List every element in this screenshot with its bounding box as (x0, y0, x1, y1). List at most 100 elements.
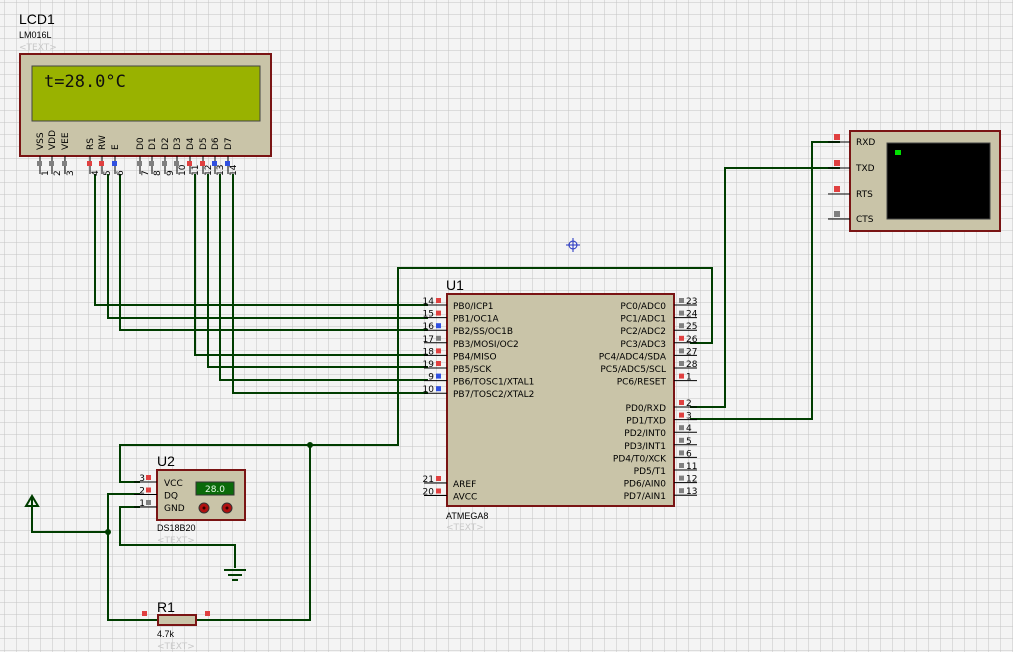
resistor-component[interactable]: R1 4.7k <TEXT> (130, 599, 212, 652)
mcu-pin-label: PB0/ICP1 (453, 302, 493, 312)
wire-dq-network[interactable] (210, 445, 311, 621)
lcd-pin-marker[interactable] (137, 161, 142, 166)
wire-rw-pb2[interactable] (119, 174, 428, 331)
mcu-pin-marker[interactable] (436, 348, 441, 354)
lcd-pin-marker[interactable] (49, 161, 54, 166)
terminal-pin-marker[interactable] (834, 211, 840, 217)
power-terminal-icon[interactable] (24, 494, 40, 512)
mcu-pin-number: 15 (423, 310, 434, 320)
sensor-pin-marker[interactable] (146, 500, 151, 505)
sensor-pin-label: VCC (164, 479, 183, 489)
mcu-pin-marker[interactable] (679, 361, 684, 366)
mcu-pin-label: PC0/ADC0 (620, 302, 666, 312)
mcu-pin-marker[interactable] (436, 488, 441, 494)
mcu-pin-marker[interactable] (679, 400, 684, 405)
lcd-pin-label: D2 (161, 137, 171, 150)
mcu-pin-number: 19 (423, 360, 435, 370)
lcd-pin-marker[interactable] (174, 161, 179, 166)
mcu-pin-marker[interactable] (679, 488, 684, 494)
terminal-pin-marker[interactable] (834, 134, 840, 140)
crosshair-icon (566, 238, 580, 252)
wire-rs-pb0[interactable] (94, 174, 428, 306)
lcd-pin-marker[interactable] (225, 161, 230, 166)
mcu-pin-number: 16 (423, 322, 435, 332)
sensor-pin-label: GND (164, 504, 185, 514)
wires (31, 141, 840, 621)
wire-rxd-txd[interactable] (690, 167, 840, 408)
sensor-pin-marker[interactable] (146, 487, 151, 493)
sensor-pin-label: DQ (164, 492, 178, 502)
wire-dq-pin[interactable] (107, 493, 140, 621)
wire-d5-pb5[interactable] (207, 174, 428, 368)
mcu-pin-marker[interactable] (679, 373, 684, 379)
sensor-reading: 28.0 (205, 485, 225, 495)
lcd-component[interactable]: LCD1 LM016L <TEXT> t=28.0°C VSS1VDD2VEE3… (19, 11, 272, 176)
junction-dot (105, 529, 111, 535)
terminal-pin-marker[interactable] (834, 186, 840, 192)
lcd-display-text: t=28.0°C (44, 72, 126, 92)
lcd-pin-marker[interactable] (99, 161, 104, 166)
wire-vcc-network[interactable] (119, 444, 310, 483)
mcu-pin-number: 24 (686, 310, 698, 320)
lcd-pin-number: 10 (178, 164, 188, 176)
mcu-pin-number: 20 (423, 488, 435, 498)
lcd-pin-marker[interactable] (112, 161, 117, 166)
lcd-pin-label: RW (98, 135, 108, 150)
mcu-pin-number: 28 (686, 360, 698, 370)
lcd-pin-marker[interactable] (149, 161, 154, 166)
mcu-pin-marker[interactable] (679, 425, 684, 431)
wire-d4-pb4[interactable] (194, 174, 428, 356)
wire-power[interactable] (31, 512, 108, 533)
mcu-ref: U1 (446, 277, 464, 293)
wire-d6-pb6[interactable] (219, 174, 428, 381)
wire-e-pb1[interactable] (107, 174, 428, 319)
mcu-pin-marker[interactable] (679, 412, 684, 418)
mcu-pin-number: 18 (423, 347, 435, 357)
wire-d7-pb7[interactable] (232, 174, 428, 394)
lcd-pin-marker[interactable] (187, 161, 192, 166)
lcd-pin-marker[interactable] (212, 161, 217, 166)
mcu-pin-marker[interactable] (436, 386, 441, 392)
mcu-pin-marker[interactable] (679, 463, 684, 468)
mcu-pin-marker[interactable] (436, 310, 441, 316)
lcd-pin-marker[interactable] (37, 161, 42, 166)
mcu-pin-number: 11 (686, 462, 697, 472)
sensor-up-button[interactable] (221, 502, 233, 514)
mcu-pin-marker[interactable] (679, 323, 684, 329)
sensor-pin-marker[interactable] (146, 475, 151, 480)
mcu-pin-marker[interactable] (679, 335, 684, 341)
mcu-pin-marker[interactable] (679, 450, 684, 456)
mcu-pin-marker[interactable] (436, 323, 441, 329)
terminal-pin-marker[interactable] (834, 160, 840, 166)
ground-icon[interactable] (224, 569, 246, 581)
wire-gnd[interactable] (119, 506, 236, 568)
mcu-pin-marker[interactable] (679, 437, 684, 443)
mcu-pin-marker[interactable] (436, 361, 441, 366)
mcu-pin-marker[interactable] (679, 298, 684, 303)
mcu-pin-marker[interactable] (436, 476, 441, 481)
wire-txd-rxd[interactable] (690, 141, 840, 420)
sensor-down-button[interactable] (198, 502, 210, 514)
lcd-pin-marker[interactable] (87, 161, 92, 166)
lcd-pin-number: 6 (116, 170, 126, 176)
mcu-pin-marker[interactable] (436, 373, 441, 379)
mcu-pin-marker[interactable] (436, 298, 441, 303)
lcd-pin-marker[interactable] (200, 161, 205, 166)
mcu-pin-label: PC2/ADC2 (620, 327, 666, 337)
lcd-pin-marker[interactable] (162, 161, 167, 166)
mcu-pin-marker[interactable] (679, 475, 684, 481)
mcu-pin-marker[interactable] (679, 310, 684, 316)
mcu-pin-label: AVCC (453, 493, 477, 503)
wire-pc3-loop[interactable] (310, 267, 713, 446)
mcu-pin-marker[interactable] (679, 348, 684, 354)
mcu-pin-marker[interactable] (436, 335, 441, 341)
lcd-pin-number: 2 (53, 170, 63, 176)
lcd-pin-marker[interactable] (62, 161, 67, 166)
